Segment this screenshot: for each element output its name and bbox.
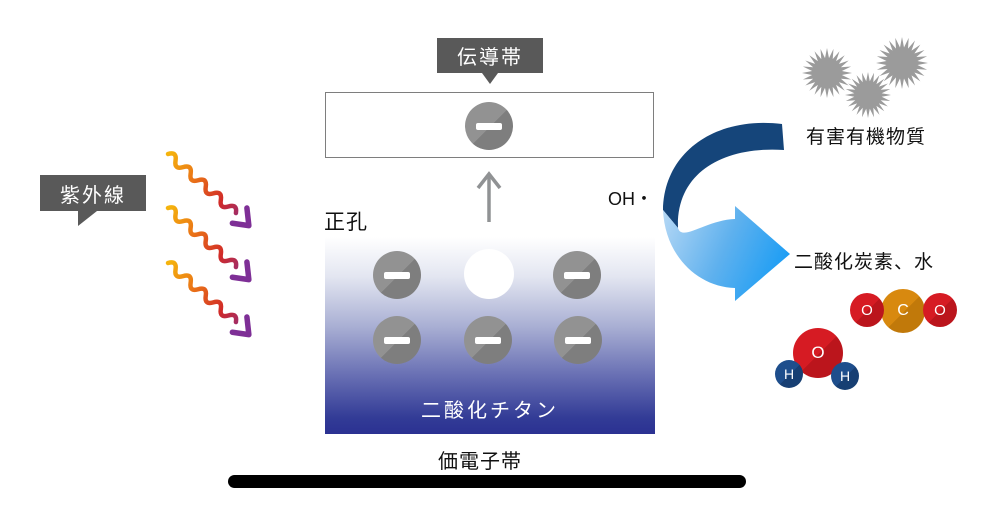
harmful-organics-label: 有害有機物質 (806, 127, 927, 148)
titanium-dioxide-box: 二酸化チタン (325, 237, 655, 434)
oxygen-atom: O (850, 293, 884, 327)
uv-ray-icon (165, 151, 252, 229)
hole-label: 正孔 (324, 211, 368, 234)
uv-light-label-text: 紫外線 (60, 184, 126, 207)
bubble-tail (482, 73, 498, 84)
conduction-band-label: 伝導帯 (437, 38, 543, 84)
hydroxyl-radical-label: OH・ (608, 189, 653, 209)
minus-sign (565, 336, 591, 344)
electron-icon (464, 316, 512, 364)
conduction-band-label-text: 伝導帯 (457, 47, 523, 69)
hydrogen-atom: H (775, 360, 803, 388)
minus-sign (384, 336, 410, 344)
valence-band-bar (228, 475, 746, 488)
pollutant-particles (802, 37, 928, 118)
valence-band-label: 価電子帯 (438, 451, 522, 473)
pollutant-particle-icon (802, 48, 852, 98)
oxygen-atom: O (923, 293, 957, 327)
electron-icon (465, 102, 513, 150)
titanium-dioxide-label: 二酸化チタン (421, 400, 559, 422)
hydrogen-atom: H (831, 362, 859, 390)
carbon-atom: C (881, 289, 925, 333)
pollutant-particle-icon (876, 37, 928, 89)
electron-icon (554, 316, 602, 364)
hole-icon (464, 249, 514, 299)
pollutant-particle-icon (845, 72, 891, 118)
uv-light-label: 紫外線 (40, 175, 146, 226)
electron-icon (373, 316, 421, 364)
products-label: 二酸化炭素、水 (794, 252, 935, 273)
electron-icon (373, 251, 421, 299)
reaction-cycle-arrow-icon (663, 122, 790, 301)
excitation-arrow-icon (476, 171, 502, 222)
minus-sign (476, 122, 502, 130)
minus-sign (564, 271, 590, 279)
minus-sign (384, 271, 410, 279)
conduction-band-box (325, 92, 654, 158)
bubble-tail (78, 211, 97, 226)
minus-sign (475, 336, 501, 344)
uv-ray-icon (165, 205, 252, 283)
electron-icon (553, 251, 601, 299)
uv-ray-icon (165, 260, 252, 338)
